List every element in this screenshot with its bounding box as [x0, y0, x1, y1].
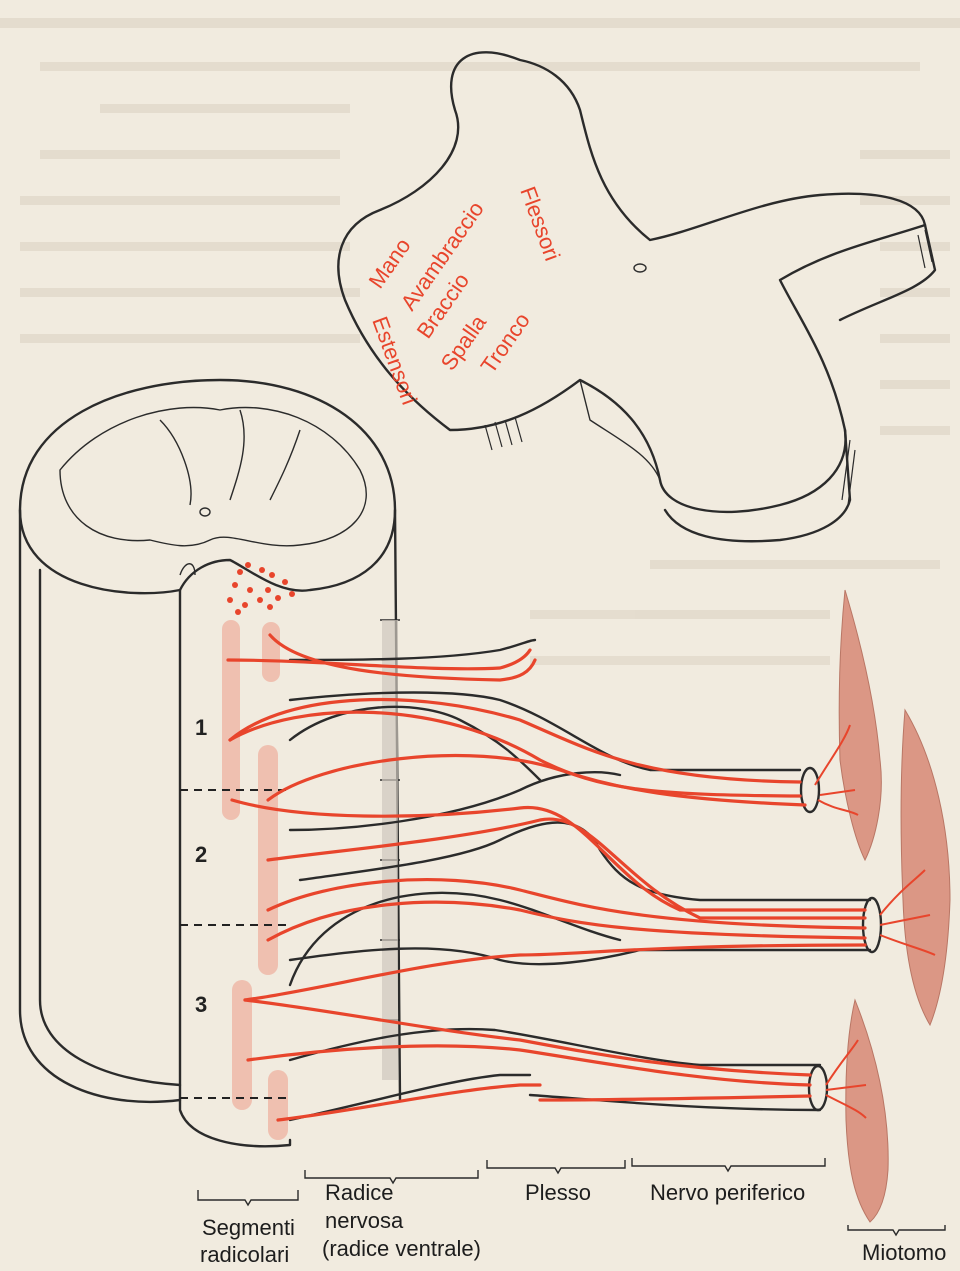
segment-bar: [262, 622, 280, 682]
label-tronco: Tronco: [476, 308, 535, 378]
label-nervo-periferico: Nervo periferico: [650, 1180, 805, 1205]
label-flessori: Flessori: [515, 183, 565, 264]
label-plesso: Plesso: [525, 1180, 591, 1205]
background-texture: [0, 18, 960, 665]
label-radice-ventrale: (radice ventrale): [322, 1236, 481, 1261]
segment-number-1: 1: [195, 715, 207, 740]
myotome-muscles: [815, 590, 950, 1222]
segment-number-3: 3: [195, 992, 207, 1017]
segment-bar: [268, 1070, 288, 1140]
label-miotomo: Miotomo: [862, 1240, 946, 1265]
label-segmenti: Segmenti: [202, 1215, 295, 1240]
label-radice: Radice: [325, 1180, 393, 1205]
label-nervosa: nervosa: [325, 1208, 404, 1233]
label-radicolari: radicolari: [200, 1242, 289, 1267]
spinal-cord: [20, 380, 400, 1146]
segment-number-2: 2: [195, 842, 207, 867]
